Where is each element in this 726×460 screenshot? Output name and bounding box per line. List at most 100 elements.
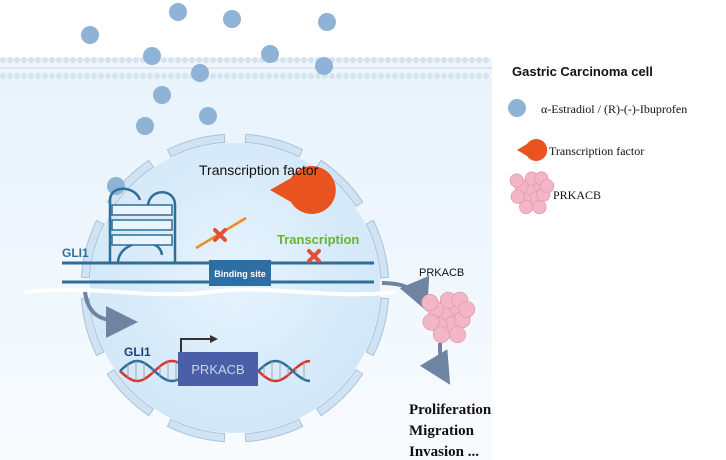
envelope-segment bbox=[106, 368, 155, 417]
nuclear-envelope bbox=[80, 133, 390, 443]
prkacb-protein-icon bbox=[421, 291, 476, 344]
lipid-head bbox=[294, 73, 300, 79]
lipid-head bbox=[189, 57, 195, 63]
lipid-head bbox=[252, 57, 258, 63]
lipid-head bbox=[308, 57, 314, 63]
envelope-segment bbox=[166, 133, 226, 158]
lipid-head bbox=[175, 57, 181, 63]
lipid-head bbox=[63, 57, 69, 63]
lipid-head bbox=[7, 57, 13, 63]
lipid-head bbox=[259, 73, 265, 79]
lipid-head bbox=[245, 57, 251, 63]
lipid-head bbox=[245, 73, 251, 79]
cell-membrane bbox=[0, 57, 492, 79]
lipid-head bbox=[343, 73, 349, 79]
legend: Gastric Carcinoma cell α-Estradiol / (R)… bbox=[508, 64, 687, 215]
lipid-head bbox=[280, 57, 286, 63]
lipid-head bbox=[203, 57, 209, 63]
lipid-head bbox=[427, 73, 433, 79]
protein-subunit bbox=[532, 200, 547, 215]
ligand-molecule bbox=[169, 3, 187, 21]
lipid-head bbox=[210, 57, 216, 63]
lipid-head bbox=[406, 73, 412, 79]
ligand-molecule bbox=[81, 26, 99, 44]
lipid-head bbox=[378, 73, 384, 79]
outcome-proliferation: Proliferation bbox=[409, 402, 492, 418]
transcription-block-cross-icon bbox=[307, 249, 321, 263]
lipid-head bbox=[434, 73, 440, 79]
lipid-head bbox=[105, 73, 111, 79]
lipid-head bbox=[308, 73, 314, 79]
lipid-head bbox=[364, 73, 370, 79]
ligand-molecule bbox=[315, 57, 333, 75]
lipid-head bbox=[63, 73, 69, 79]
lipid-head bbox=[420, 57, 426, 63]
protein-subunit bbox=[449, 326, 466, 344]
envelope-segment bbox=[365, 297, 390, 357]
lipid-head bbox=[329, 73, 335, 79]
lipid-head bbox=[371, 73, 377, 79]
lipid-head bbox=[406, 57, 412, 63]
legend-item-molecule: α-Estradiol / (R)-(-)-Ibuprofen bbox=[541, 102, 687, 116]
ligand-molecule bbox=[136, 117, 154, 135]
lipid-head bbox=[56, 73, 62, 79]
protein-subunit bbox=[509, 173, 524, 188]
block-cross-icon bbox=[213, 228, 227, 242]
prkacb-gene-label: PRKACB bbox=[191, 362, 244, 377]
lipid-head bbox=[294, 57, 300, 63]
ligand-molecules bbox=[81, 3, 336, 195]
lipid-head bbox=[112, 73, 118, 79]
protein-subunit bbox=[422, 313, 440, 331]
promoter-arrow-head bbox=[210, 335, 218, 343]
lipid-head bbox=[301, 57, 307, 63]
protein-subunit bbox=[421, 294, 439, 311]
lipid-head bbox=[98, 73, 104, 79]
legend-molecule-icon bbox=[508, 99, 526, 117]
outcome-arrow bbox=[419, 342, 451, 385]
lipid-head bbox=[133, 57, 139, 63]
lipid-head bbox=[392, 57, 398, 63]
binding-site-label: Binding site bbox=[214, 269, 266, 279]
lipid-head bbox=[70, 57, 76, 63]
lipid-head bbox=[126, 57, 132, 63]
lipid-head bbox=[231, 73, 237, 79]
protein-subunit bbox=[458, 300, 476, 318]
lipid-head bbox=[98, 57, 104, 63]
lipid-head bbox=[441, 73, 447, 79]
envelope-segment bbox=[244, 418, 304, 443]
lipid-head bbox=[21, 57, 27, 63]
lipid-head bbox=[315, 73, 321, 79]
transcription-factor-label: Transcription factor bbox=[199, 162, 319, 178]
lipid-head bbox=[413, 57, 419, 63]
lipid-head bbox=[35, 73, 41, 79]
lipid-head bbox=[161, 57, 167, 63]
lipid-head bbox=[483, 57, 489, 63]
lipid-head bbox=[210, 73, 216, 79]
down-arrow bbox=[83, 291, 138, 338]
lipid-head bbox=[175, 73, 181, 79]
lipid-head bbox=[196, 57, 202, 63]
lipid-head bbox=[217, 57, 223, 63]
envelope-segment bbox=[166, 418, 226, 443]
lipid-head bbox=[280, 73, 286, 79]
lipid-head bbox=[287, 57, 293, 63]
ligand-molecule bbox=[318, 13, 336, 31]
lipid-head bbox=[77, 73, 83, 79]
lipid-head bbox=[455, 57, 461, 63]
binding-site-box bbox=[209, 260, 271, 286]
lipid-head bbox=[14, 57, 20, 63]
protein-subunit bbox=[510, 189, 525, 204]
lipid-head bbox=[28, 73, 34, 79]
envelope-segment bbox=[315, 368, 364, 417]
lipid-head bbox=[182, 57, 188, 63]
lipid-head bbox=[140, 73, 146, 79]
lipid-head bbox=[119, 57, 125, 63]
lipid-head bbox=[56, 57, 62, 63]
gli1-lower-label: GLI1 bbox=[124, 345, 151, 359]
lipid-head bbox=[182, 73, 188, 79]
lipid-head bbox=[427, 57, 433, 63]
ligand-molecule bbox=[143, 47, 161, 65]
lipid-head bbox=[420, 73, 426, 79]
lipid-head bbox=[378, 57, 384, 63]
